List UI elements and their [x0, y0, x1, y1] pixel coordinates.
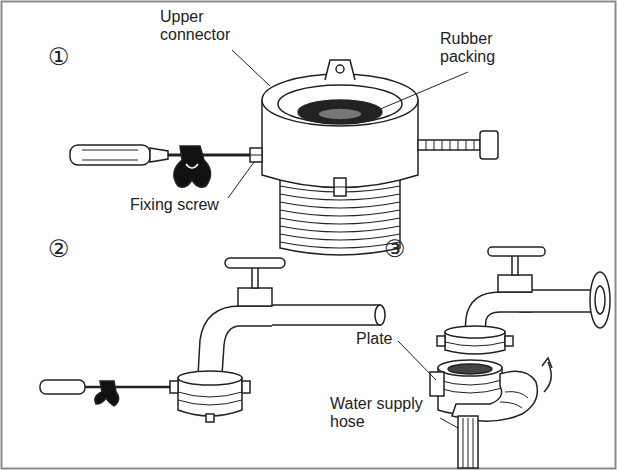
upper-connector: [250, 148, 262, 162]
part-label: Plate: [356, 330, 392, 348]
faucet: [238, 288, 272, 306]
screwdriver: [40, 380, 170, 406]
hand: [500, 392, 528, 408]
upper-connector: [262, 74, 418, 126]
callout-number: ③: [384, 236, 406, 264]
faucet: [375, 305, 385, 325]
upper-connector: [445, 342, 505, 346]
rubber-packing: [298, 100, 382, 124]
upper-connector: [242, 381, 250, 393]
upper-connector: [437, 336, 445, 346]
leader-line: [232, 50, 270, 86]
part-label: Rubber packing: [440, 30, 522, 67]
faucet: [198, 306, 272, 375]
upper-connector: [334, 178, 346, 196]
water-supply-hose: [458, 416, 478, 468]
faucet: [225, 258, 285, 268]
upper-connector: [178, 371, 242, 385]
screwdriver: [150, 148, 168, 162]
upper-connector: [206, 414, 214, 422]
upper-connector: [445, 326, 505, 338]
screwdriver: [95, 381, 119, 406]
screwdriver: [168, 154, 250, 157]
faucet: [252, 266, 258, 288]
screwdriver: [40, 380, 85, 394]
upper-connector: [336, 65, 344, 73]
faucet: [512, 255, 518, 275]
upper-connector: [334, 187, 346, 188]
upper-connector: [170, 381, 178, 393]
upper-connector: [278, 85, 402, 123]
leader-line: [228, 50, 468, 428]
rubber-packing: [318, 108, 362, 120]
faucet: [488, 247, 545, 256]
hand: [452, 358, 552, 421]
thumb-screw: [418, 131, 498, 159]
lower-connector: [438, 380, 502, 393]
hand: [542, 358, 552, 368]
callout-number: ②: [48, 236, 70, 264]
faucet: [498, 275, 532, 292]
water-supply-hose: [458, 416, 478, 468]
screwdriver: [70, 145, 250, 187]
upper-connector: [325, 60, 355, 80]
hand: [544, 362, 551, 392]
upper-connector: [178, 392, 242, 405]
upper-connector: [170, 371, 250, 422]
rubber-packing: [298, 100, 382, 124]
leader-line: [440, 418, 458, 428]
leader-line: [378, 72, 468, 110]
lower-connector: [448, 364, 492, 374]
thumb-screw: [426, 140, 474, 150]
hand: [452, 371, 537, 421]
screwdriver: [85, 386, 170, 389]
upper-connector: [437, 326, 513, 354]
upper-connector: [505, 336, 513, 346]
leader-line: [398, 341, 436, 380]
lower-connector: [438, 360, 502, 376]
screwdriver: [82, 150, 138, 151]
water-supply-hose: [463, 418, 473, 468]
faucet: [198, 258, 385, 375]
screwdriver: [186, 164, 198, 168]
thumb-screw: [418, 140, 480, 150]
faucet: [590, 272, 610, 328]
screwdriver: [82, 160, 138, 161]
upper-connector: [250, 60, 418, 255]
thumb-screw: [480, 131, 498, 159]
upper-connector: [280, 175, 400, 255]
part-label: Fixing screw: [130, 196, 219, 214]
leader-line: [228, 162, 254, 198]
upper-connector: [250, 155, 262, 156]
part-label: Upper connector: [160, 8, 252, 45]
faucet: [465, 247, 610, 332]
callout-number: ①: [48, 44, 70, 72]
part-label: Water supply hose: [330, 395, 442, 432]
screwdriver: [70, 145, 150, 165]
screwdriver: [174, 146, 211, 187]
faucet: [595, 286, 605, 314]
faucet: [265, 305, 380, 325]
